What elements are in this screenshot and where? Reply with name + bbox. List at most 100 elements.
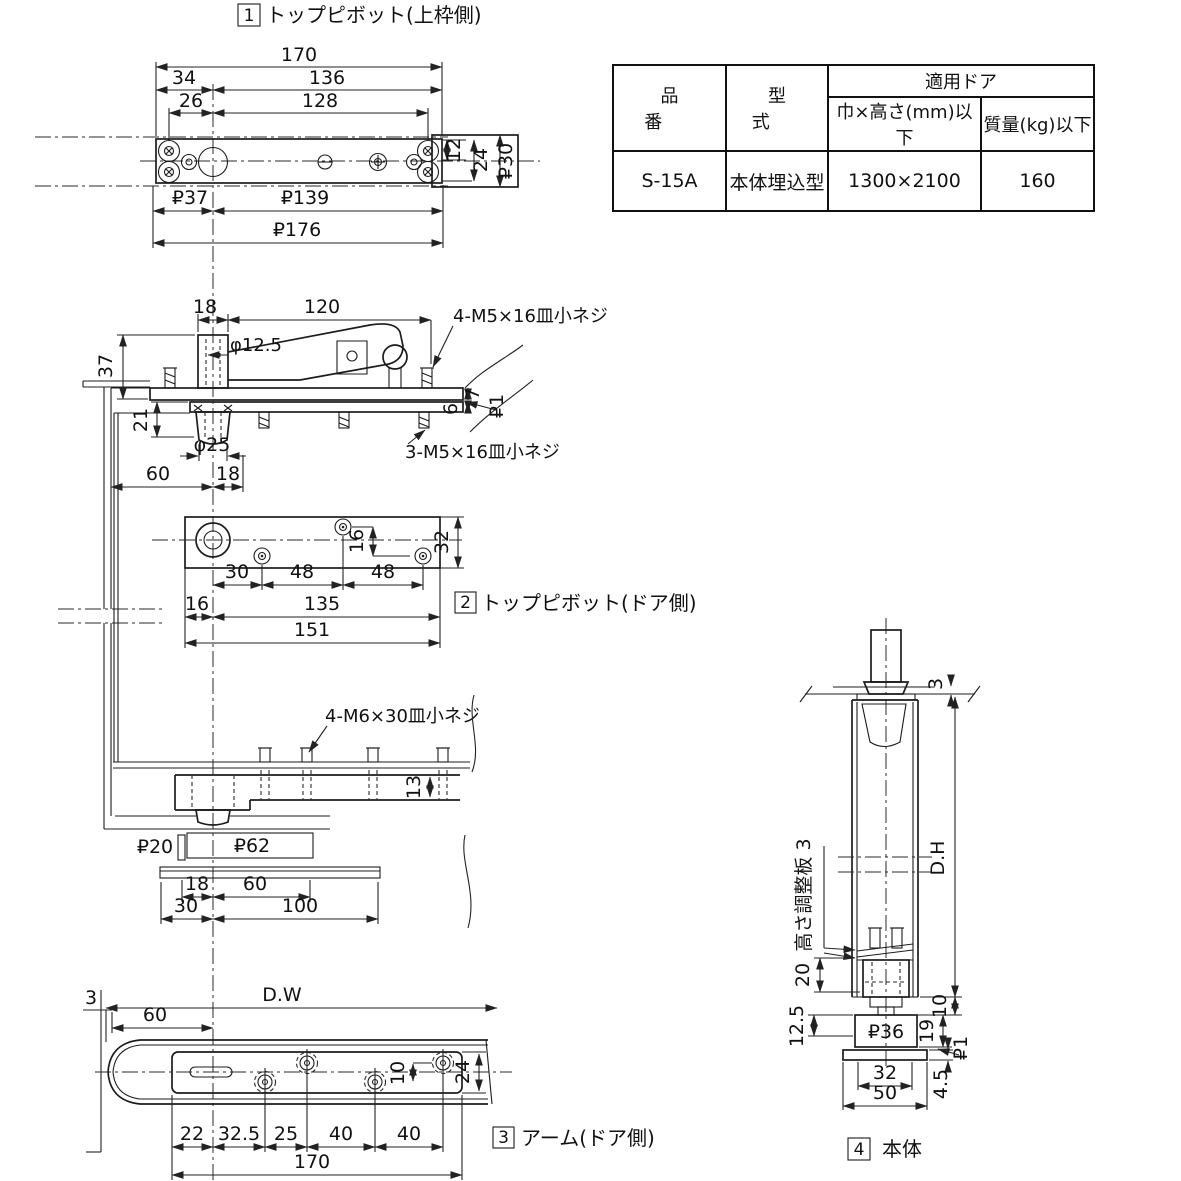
- dim-40b: 40: [397, 1123, 421, 1145]
- dim-20: 20: [792, 963, 814, 987]
- drawing3-number: 3: [498, 1128, 509, 1148]
- dim-pl1-side: ₽1: [486, 394, 508, 418]
- spec-part-no: S-15A: [612, 150, 727, 212]
- d3-holes: [253, 1049, 455, 1096]
- dim-32-5: 32.5: [218, 1123, 260, 1145]
- d2-holes: [253, 518, 432, 565]
- dim-128: 128: [302, 90, 338, 112]
- screw-label-4m6: 4-M6×30皿小ネジ: [325, 706, 480, 727]
- dim-135: 135: [304, 593, 340, 615]
- spec-header-door: 適用ドア: [827, 64, 1095, 98]
- dim-dw: D.W: [262, 984, 302, 1006]
- dim-dh: D.H: [927, 841, 949, 876]
- dim-30-mid: 30: [174, 895, 198, 917]
- mid-elevation-arm: 4-M6×30皿小ネジ 13 ₽20 ₽62 18 60 30 100: [104, 694, 480, 929]
- dim-50: 50: [873, 1082, 897, 1104]
- d3-slot: [189, 1066, 233, 1078]
- drawing2-title: 2 トップピボット(ドア側): [454, 591, 697, 615]
- drawing1-title-text: トップピボット(上枠側): [266, 3, 482, 27]
- mid-screws: [258, 747, 450, 799]
- dim-7: 7: [462, 388, 484, 400]
- spec-header-model: 型式: [725, 64, 829, 152]
- dim-pl176: ₽176: [273, 219, 321, 241]
- drawing3-arm-plan: 3 D.W 60 10 24 22 32.: [83, 984, 655, 1180]
- dim-26: 26: [179, 90, 203, 112]
- dim-13: 13: [403, 775, 425, 799]
- dim-60-d3: 60: [143, 1004, 167, 1026]
- d2-plate: [184, 516, 441, 569]
- dim-19: 19: [916, 1019, 938, 1043]
- dim-30-d2: 30: [225, 561, 249, 583]
- dim-16-left: 16: [185, 593, 209, 615]
- dim-pl20: ₽20: [137, 836, 173, 858]
- dim-170: 170: [281, 44, 317, 66]
- d1-holes: [157, 139, 440, 184]
- dim-48a: 48: [290, 561, 314, 583]
- dim-3-d4: 3: [925, 678, 947, 690]
- dim-3-gap: 3: [85, 987, 97, 1009]
- screw-label-3m5: 3-M5×16皿小ネジ: [405, 442, 560, 463]
- dim-24: 24: [470, 148, 492, 172]
- side-door-plate: [189, 401, 464, 413]
- side-pivot-post: [197, 334, 229, 389]
- dim-16-offset: 16: [346, 529, 368, 553]
- spec-table: 品番 型式 適用ドア 巾×高さ(mm)以下 質量(kg)以下 S-15A 本体埋…: [612, 64, 1095, 212]
- dim-60-mid: 60: [243, 873, 267, 895]
- drawing1-title: 1 トップピボット(上枠側): [237, 3, 482, 27]
- side-elevation-top-pivot: 18 120 4-M5×16皿小ネジ 37 21 φ12.5 φ25 60 18…: [58, 296, 608, 829]
- side-ball-stud: [382, 344, 408, 370]
- dim-32-d4: 32: [873, 1062, 897, 1084]
- spec-header-size: 巾×高さ(mm)以下: [827, 96, 982, 152]
- d4-left-dimensions: 高さ調整板 3 20 12.5: [786, 838, 860, 1047]
- drawing3-title-text: アーム(ドア側): [521, 1126, 655, 1150]
- dim-pl1-d4: ₽1: [950, 1036, 972, 1060]
- spec-size: 1300×2100: [827, 150, 982, 212]
- dim-24-d3: 24: [452, 1060, 474, 1084]
- dim-60: 60: [146, 463, 170, 485]
- side-dimensions: 18 120 4-M5×16皿小ネジ 37 21 φ12.5 φ25 60 18…: [95, 296, 608, 492]
- drawing4-title: 4 本体: [847, 1137, 922, 1161]
- d2-dimensions: 32 16 30 48 48 16 135 151: [184, 516, 464, 648]
- spec-header-part-no: 品番: [612, 64, 727, 152]
- drawing3-title: 3 アーム(ドア側): [492, 1126, 655, 1150]
- drawing4-body: 3 ₽36 高さ調整板 3: [786, 618, 981, 1161]
- screw-label-4m5: 4-M5×16皿小ネジ: [453, 306, 608, 327]
- drawing1-top-pivot-frame: 1 トップピボット(上枠側) 170 34 136 26: [35, 3, 540, 248]
- d4-cup: [851, 699, 919, 755]
- side-screws: [163, 367, 434, 429]
- spec-weight: 160: [980, 150, 1095, 212]
- dim-4-5: 4.5: [930, 1069, 952, 1099]
- dim-10-d4: 10: [929, 994, 951, 1018]
- side-arm: [227, 323, 404, 381]
- d4-adjuster: [856, 927, 914, 998]
- dim-25: 25: [274, 1123, 298, 1145]
- dim-18b: 18: [216, 463, 240, 485]
- drawing2-top-pivot-door: 32 16 30 48 48 16 135 151 2 トップピボット(ドア側): [152, 516, 697, 648]
- dim-170-d3: 170: [294, 1151, 330, 1173]
- spec-header-weight: 質量(kg)以下: [980, 96, 1095, 152]
- mid-dimensions: 18 60 30 100: [160, 873, 379, 924]
- mid-channel-block: [174, 774, 460, 826]
- spec-model: 本体埋込型: [725, 150, 829, 212]
- dim-151: 151: [294, 619, 330, 641]
- dim-40a: 40: [329, 1123, 353, 1145]
- dim-12-5: 12.5: [786, 1005, 808, 1047]
- dim-21: 21: [130, 408, 152, 432]
- dim-housing: φ25: [194, 434, 231, 456]
- dim-pl62: ₽62: [234, 835, 270, 857]
- side-frame-plate: [149, 387, 464, 401]
- dim-100: 100: [282, 895, 318, 917]
- d1-dimensions: 170 34 136 26 128 12 24 ₽30 ₽37 ₽139 ₽17…: [152, 44, 517, 248]
- drawing1-number: 1: [244, 6, 255, 26]
- dim-37: 37: [95, 354, 117, 378]
- dim-12: 12: [443, 138, 465, 162]
- dim-18-mid: 18: [185, 873, 209, 895]
- dim-6: 6: [440, 403, 462, 415]
- side-spindle-housing: [195, 411, 231, 445]
- dim-48b: 48: [371, 561, 395, 583]
- dim-32-d2: 32: [431, 530, 453, 554]
- drawing2-title-text: トップピボット(ドア側): [481, 591, 697, 615]
- d3-arm-plate: [171, 1051, 463, 1094]
